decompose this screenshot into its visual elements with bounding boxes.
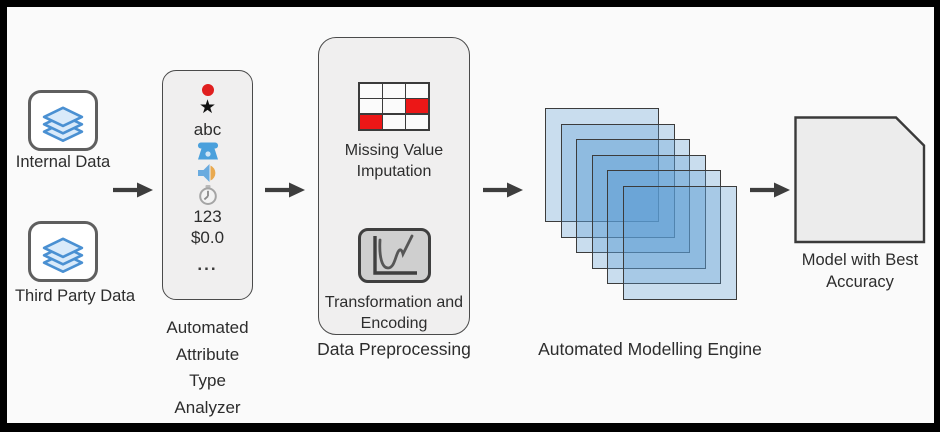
grid-cell [383,84,405,98]
grid-cell [383,114,405,129]
grid-cell-missing [360,114,382,129]
transform-chart-icon [357,227,431,283]
grid-cell [360,99,382,114]
document-icon [794,116,926,244]
model-layer [591,154,706,269]
audio-icon [197,164,215,182]
star-icon: ★ [198,97,217,118]
more-types-ellipsis: ... [197,255,218,274]
grid-cell [360,84,382,98]
flow-arrow-icon [483,182,523,198]
model-layer [607,170,721,284]
grid-cell [406,84,428,98]
missing-value-step-label: Missing Value Imputation [344,141,444,180]
grid-cell [406,114,428,129]
internal-data-icon [28,90,98,151]
data-preprocessing-label: Data Preprocessing [317,339,471,359]
grid-cell-missing [406,99,428,114]
model-layer [622,185,737,300]
third-party-data-icon [28,221,98,282]
curve-chart-glyph [373,234,417,276]
ring-icon [201,84,214,96]
currency-type-sample: $0.0 [190,228,225,247]
flow-arrow-icon [113,182,153,198]
stacked-models-icon [545,108,737,300]
best-model-label: Model with Best Accuracy [801,251,919,291]
phone-icon [197,142,218,160]
layers-icon [42,237,84,273]
data-preprocessing-box: Missing Value Imputation Transformation … [318,37,470,335]
flow-arrow-icon [750,182,790,198]
attribute-analyzer-label: Automated Attribute Type Analyzer [166,318,249,417]
transform-step-label: Transformation and Encoding [324,294,464,332]
grid-cell [383,99,405,114]
clock-icon [198,185,217,205]
layers-icon [42,106,84,142]
attribute-analyzer-box: ★ abc 123 $0.0 ... [162,70,253,300]
numeric-type-sample: 123 [193,207,222,226]
modelling-engine-label: Automated Modelling Engine [538,339,762,359]
model-layer [545,108,659,222]
missing-values-grid-icon [358,82,430,131]
model-layer [560,123,675,238]
flow-arrow-icon [265,182,305,198]
internal-data-label: Internal Data [15,153,111,171]
third-party-data-label: Third Party Data [14,287,136,305]
diagram-canvas [7,7,934,423]
text-type-sample: abc [193,120,222,139]
model-layer [576,139,690,253]
